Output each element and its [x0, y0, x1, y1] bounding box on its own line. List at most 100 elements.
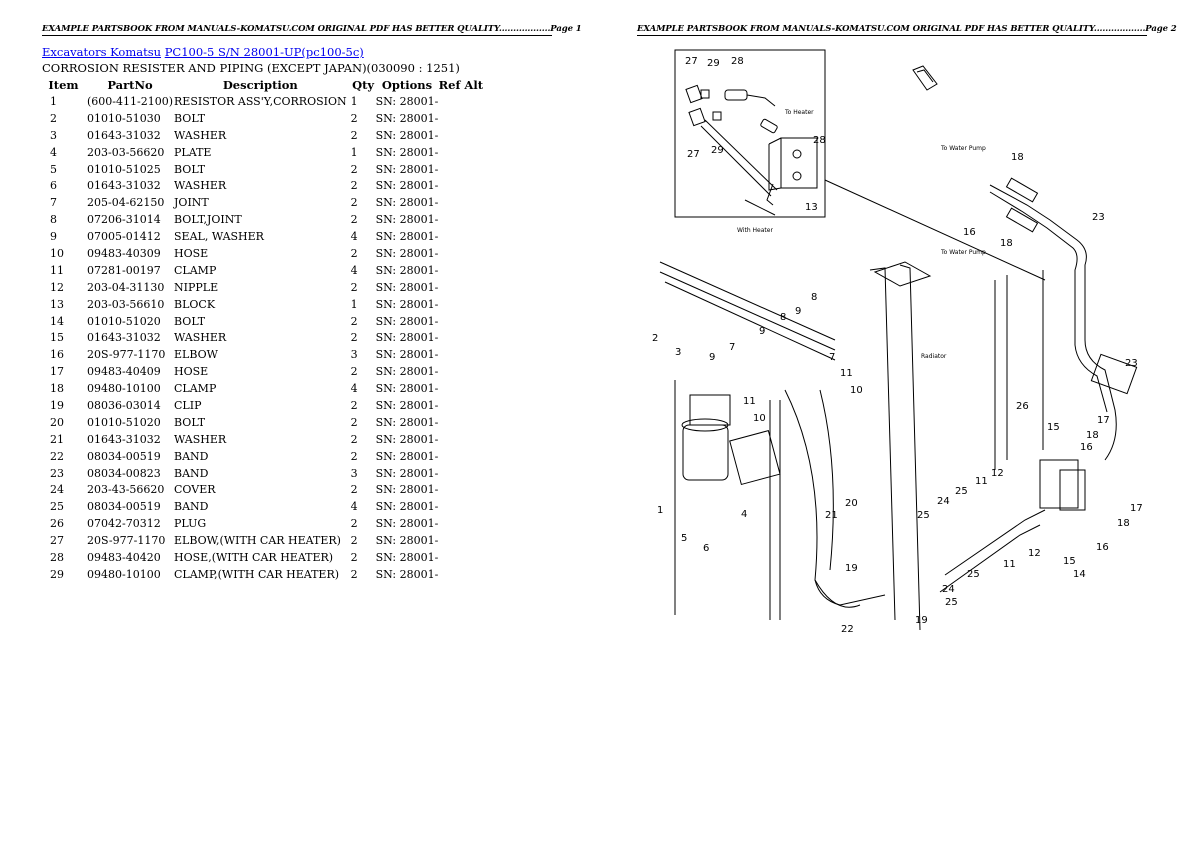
cell-ref-alt — [438, 245, 483, 262]
svg-text:3: 3 — [675, 347, 681, 358]
cell-qty: 4 — [350, 263, 358, 277]
cell-ref-alt — [438, 296, 483, 313]
column-header-partno: PartNo — [107, 77, 153, 92]
cell-qty: 1 — [350, 297, 358, 311]
parts-diagram-drawing: To Heater With Heater — [652, 49, 1143, 635]
cell-part-number: 08034-00823 — [87, 466, 161, 480]
cell-qty: 2 — [350, 179, 358, 193]
cell-options: SN: 28001- — [375, 331, 439, 345]
svg-text:11: 11 — [1003, 559, 1016, 570]
page-header: EXAMPLE PARTSBOOK FROM MANUALS-KOMATSU.C… — [637, 24, 1177, 36]
cell-part-number: 09483-40309 — [87, 246, 161, 260]
cell-part-number: 203-04-31130 — [87, 280, 165, 294]
page-2: EXAMPLE PARTSBOOK FROM MANUALS-KOMATSU.C… — [595, 0, 1190, 842]
cell-part-number: 20S-977-1170 — [87, 534, 166, 548]
cell-item-number: 21 — [50, 432, 64, 446]
svg-text:9: 9 — [795, 306, 801, 317]
svg-text:29: 29 — [707, 58, 720, 69]
to-heater-label: To Heater — [784, 109, 814, 116]
svg-text:11: 11 — [743, 396, 756, 407]
cell-ref-alt — [438, 127, 483, 144]
cell-part-number: (600-411-2100) — [87, 94, 174, 108]
svg-text:1: 1 — [657, 505, 663, 516]
svg-text:16: 16 — [963, 227, 976, 238]
cell-description: BOLT — [174, 314, 206, 328]
corrosion-resistor — [681, 394, 781, 486]
cell-description: RESISTOR ASS'Y,CORROSION — [174, 94, 347, 108]
cell-qty: 2 — [350, 196, 358, 210]
cell-item-number: 7 — [50, 196, 57, 210]
cell-part-number: 09483-40409 — [87, 365, 161, 379]
cell-item-number: 8 — [50, 213, 57, 227]
cell-part-number: 01643-31032 — [87, 179, 161, 193]
cell-item-number: 10 — [50, 246, 64, 260]
cell-item-number: 29 — [50, 567, 64, 581]
to-water-pump-label-2: To Water Pump — [940, 249, 986, 256]
cell-description: BAND — [174, 449, 209, 463]
cell-description: JOINT — [174, 196, 209, 210]
cell-part-number: 01010-51030 — [87, 111, 161, 125]
page-title: CORROSION RESISTER AND PIPING (EXCEPT JA… — [42, 61, 460, 75]
cell-part-number: 07206-31014 — [87, 213, 161, 227]
column-header-item: Item — [48, 77, 79, 92]
cell-description: WASHER — [174, 331, 227, 345]
breadcrumb-link-model[interactable]: PC100-5 S/N 28001-UP(pc100-5c) — [164, 45, 364, 59]
cell-options: SN: 28001- — [375, 111, 439, 125]
inset-caption: With Heater — [737, 227, 773, 234]
cell-description: PLUG — [174, 517, 207, 531]
cell-qty: 2 — [350, 534, 358, 548]
cell-part-number: 205-04-62150 — [87, 196, 165, 210]
cell-options: SN: 28001- — [375, 534, 439, 548]
svg-text:18: 18 — [1011, 152, 1024, 163]
cell-qty: 2 — [350, 432, 358, 446]
cell-item-number: 1 — [50, 94, 57, 108]
cell-options: SN: 28001- — [375, 94, 439, 108]
cell-part-number: 09483-40420 — [87, 550, 161, 564]
svg-text:15: 15 — [1047, 422, 1060, 433]
diagram-labels: To Water Pump To Water Pump Radiator — [921, 145, 986, 360]
manifold-block — [939, 459, 1086, 593]
cell-qty: 2 — [350, 517, 358, 531]
cell-description: CLAMP — [174, 382, 217, 396]
svg-text:21: 21 — [825, 510, 838, 521]
cell-description: BOLT — [174, 415, 206, 429]
to-water-pump-label-1: To Water Pump — [940, 145, 986, 152]
cell-qty: 2 — [350, 331, 358, 345]
parts-diagram: To Heater With Heater — [645, 40, 1155, 640]
cell-description: BOLT,JOINT — [174, 213, 242, 227]
cell-ref-alt — [438, 431, 483, 448]
cell-ref-alt — [438, 448, 483, 465]
cell-options: SN: 28001- — [375, 246, 439, 260]
cell-item-number: 3 — [50, 128, 57, 142]
svg-text:19: 19 — [845, 563, 858, 574]
cell-part-number: 07042-70312 — [87, 517, 161, 531]
water-pump-hose — [989, 177, 1138, 461]
cell-ref-alt — [438, 414, 483, 431]
cell-part-number: 08034-00519 — [87, 500, 161, 514]
cell-description: WASHER — [174, 128, 227, 142]
cell-ref-alt — [438, 194, 483, 211]
breadcrumb-link-excavators[interactable]: Excavators Komatsu — [42, 45, 162, 59]
cell-ref-alt — [438, 380, 483, 397]
cell-description: HOSE — [174, 246, 209, 260]
cell-ref-alt — [438, 110, 483, 127]
cell-item-number: 20 — [50, 415, 64, 429]
svg-text:18: 18 — [1117, 518, 1130, 529]
cell-description: BOLT — [174, 111, 206, 125]
cell-item-number: 22 — [50, 449, 64, 463]
table-header-row: Item PartNo Description Qty Options Ref … — [42, 76, 483, 93]
svg-text:5: 5 — [681, 533, 687, 544]
cell-options: SN: 28001- — [375, 314, 439, 328]
cell-qty: 1 — [350, 94, 358, 108]
cell-qty: 2 — [350, 314, 358, 328]
